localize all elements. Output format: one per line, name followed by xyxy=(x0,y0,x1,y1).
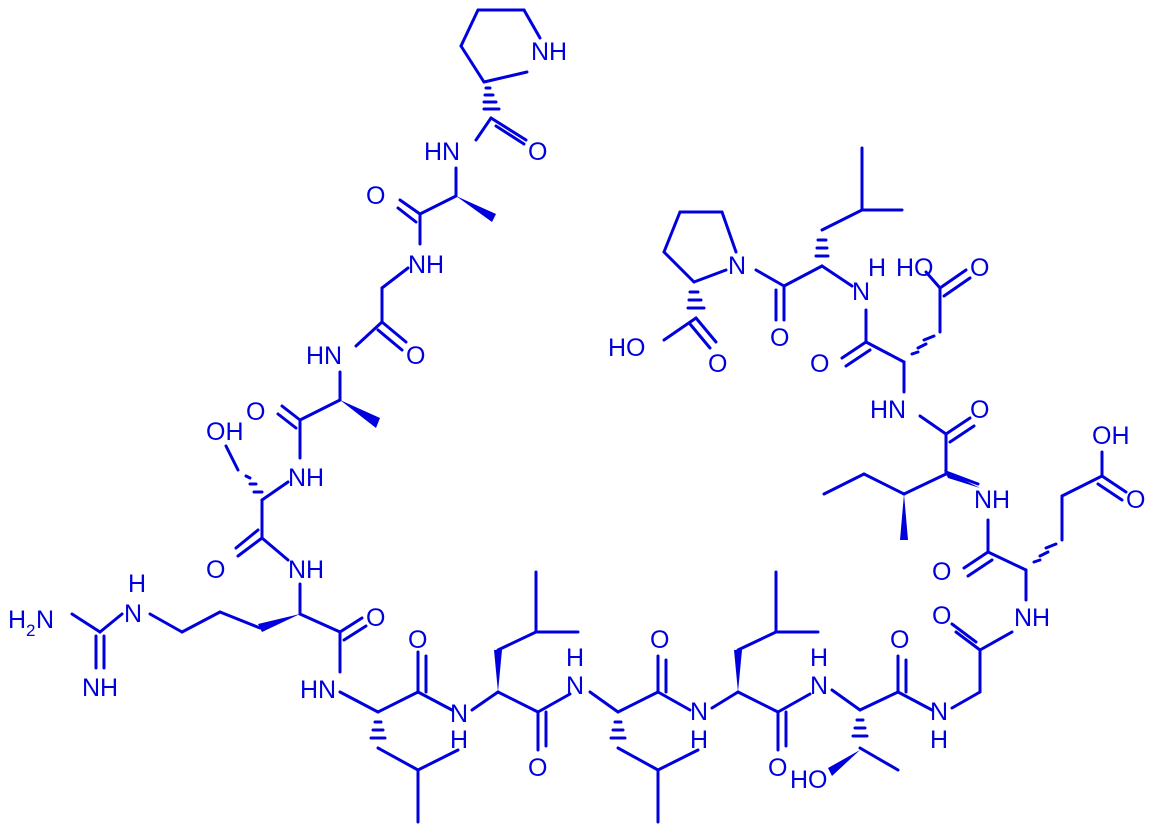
pro-amide-hn-label: HN xyxy=(424,138,460,166)
asp-acid-o-label: O xyxy=(970,254,989,282)
glu-acid-o-label: O xyxy=(1126,486,1145,514)
guanidine-imine-nh-label: NH xyxy=(82,674,118,702)
gly2-carbonyl-o-label: O xyxy=(932,602,951,630)
leu3-h-label: H xyxy=(566,644,584,672)
proline-nh-label: NH xyxy=(531,38,567,66)
thr-carbonyl-o-label: O xyxy=(890,626,909,654)
asp-hn-label: HN xyxy=(870,396,906,424)
glu-carbonyl-o-label: O xyxy=(932,558,951,586)
leucine-3 xyxy=(588,654,700,824)
ile-carbonyl-o-label: O xyxy=(970,396,989,424)
asp-acid-ho-label: HO xyxy=(896,254,934,282)
thr-ho-label: HO xyxy=(790,766,828,794)
gly-carbonyl-o-label: O xyxy=(406,342,425,370)
glycine-2 xyxy=(950,622,1014,710)
leu-c-h-label: H xyxy=(868,254,886,282)
gly2-n-label: N xyxy=(930,698,948,726)
threonine xyxy=(828,654,934,776)
leu2-carbonyl-o-label: O xyxy=(528,754,547,782)
glu-nh-label: NH xyxy=(1014,604,1050,632)
leu2-n-label: N xyxy=(450,700,468,728)
thr-n-label: N xyxy=(810,672,828,700)
leu1-carbonyl-o-label: O xyxy=(408,626,427,654)
gly-n-nh-label: NH xyxy=(408,251,444,279)
proline-n-terminal xyxy=(459,8,542,146)
leucine-2 xyxy=(470,570,580,752)
ala2-hn-label: HN xyxy=(306,342,342,370)
asp-carbonyl-o-label: O xyxy=(810,350,829,378)
ser-oh-label: OH xyxy=(206,418,244,446)
leu4-n-label: N xyxy=(690,698,708,726)
gly2-h-label: H xyxy=(930,726,948,754)
pro-carbonyl-o-label: O xyxy=(528,138,547,166)
ala1-carbonyl-o-label: O xyxy=(366,182,385,210)
guanidine-h2n-n-label: N xyxy=(36,606,54,634)
leucine-4 xyxy=(710,570,820,752)
ser-nh-label: NH xyxy=(288,464,324,492)
serine xyxy=(224,444,290,562)
leu3-n-label: N xyxy=(566,672,584,700)
alanine-1 xyxy=(396,166,496,246)
arginine xyxy=(70,582,368,674)
leucine-c-side xyxy=(754,146,904,322)
leu1-hn-label: HN xyxy=(300,676,336,704)
leu2-h-label: H xyxy=(450,726,468,754)
guanidine-h2n-subscript: 2 xyxy=(26,621,35,640)
leu4-carbonyl-o-label: O xyxy=(768,754,787,782)
proline-c-terminal xyxy=(662,210,738,350)
arg-carbonyl-o-label: O xyxy=(366,604,385,632)
guanidine-nh-h-label: H xyxy=(128,570,146,598)
proline-c-ho-label: HO xyxy=(608,334,646,362)
guanidine-nh-n-label: N xyxy=(124,600,142,628)
glycine-1 xyxy=(354,266,410,352)
guanidine-h2n-h-label: H xyxy=(8,606,26,634)
leucine-1 xyxy=(338,650,460,824)
glutamic-acid xyxy=(962,450,1128,602)
alanine-2 xyxy=(276,370,380,460)
leu-c-n-label: N xyxy=(852,278,870,306)
glu-acid-oh-label: OH xyxy=(1092,422,1130,450)
leu4-h-label: H xyxy=(690,726,708,754)
thr-h-label: H xyxy=(810,644,828,672)
aspartic-acid xyxy=(840,268,972,394)
arg-nh-label: NH xyxy=(288,556,324,584)
proline-c-n-label: N xyxy=(728,252,746,280)
leu3-carbonyl-o-label: O xyxy=(650,626,669,654)
leu-c-carbonyl-o-label: O xyxy=(770,324,789,352)
ala2-carbonyl-o-label: O xyxy=(246,398,265,426)
proline-c-o-label: O xyxy=(708,350,727,378)
ile-nh-label: NH xyxy=(974,486,1010,514)
isoleucine xyxy=(822,414,980,540)
ser-carbonyl-o-label: O xyxy=(206,556,225,584)
